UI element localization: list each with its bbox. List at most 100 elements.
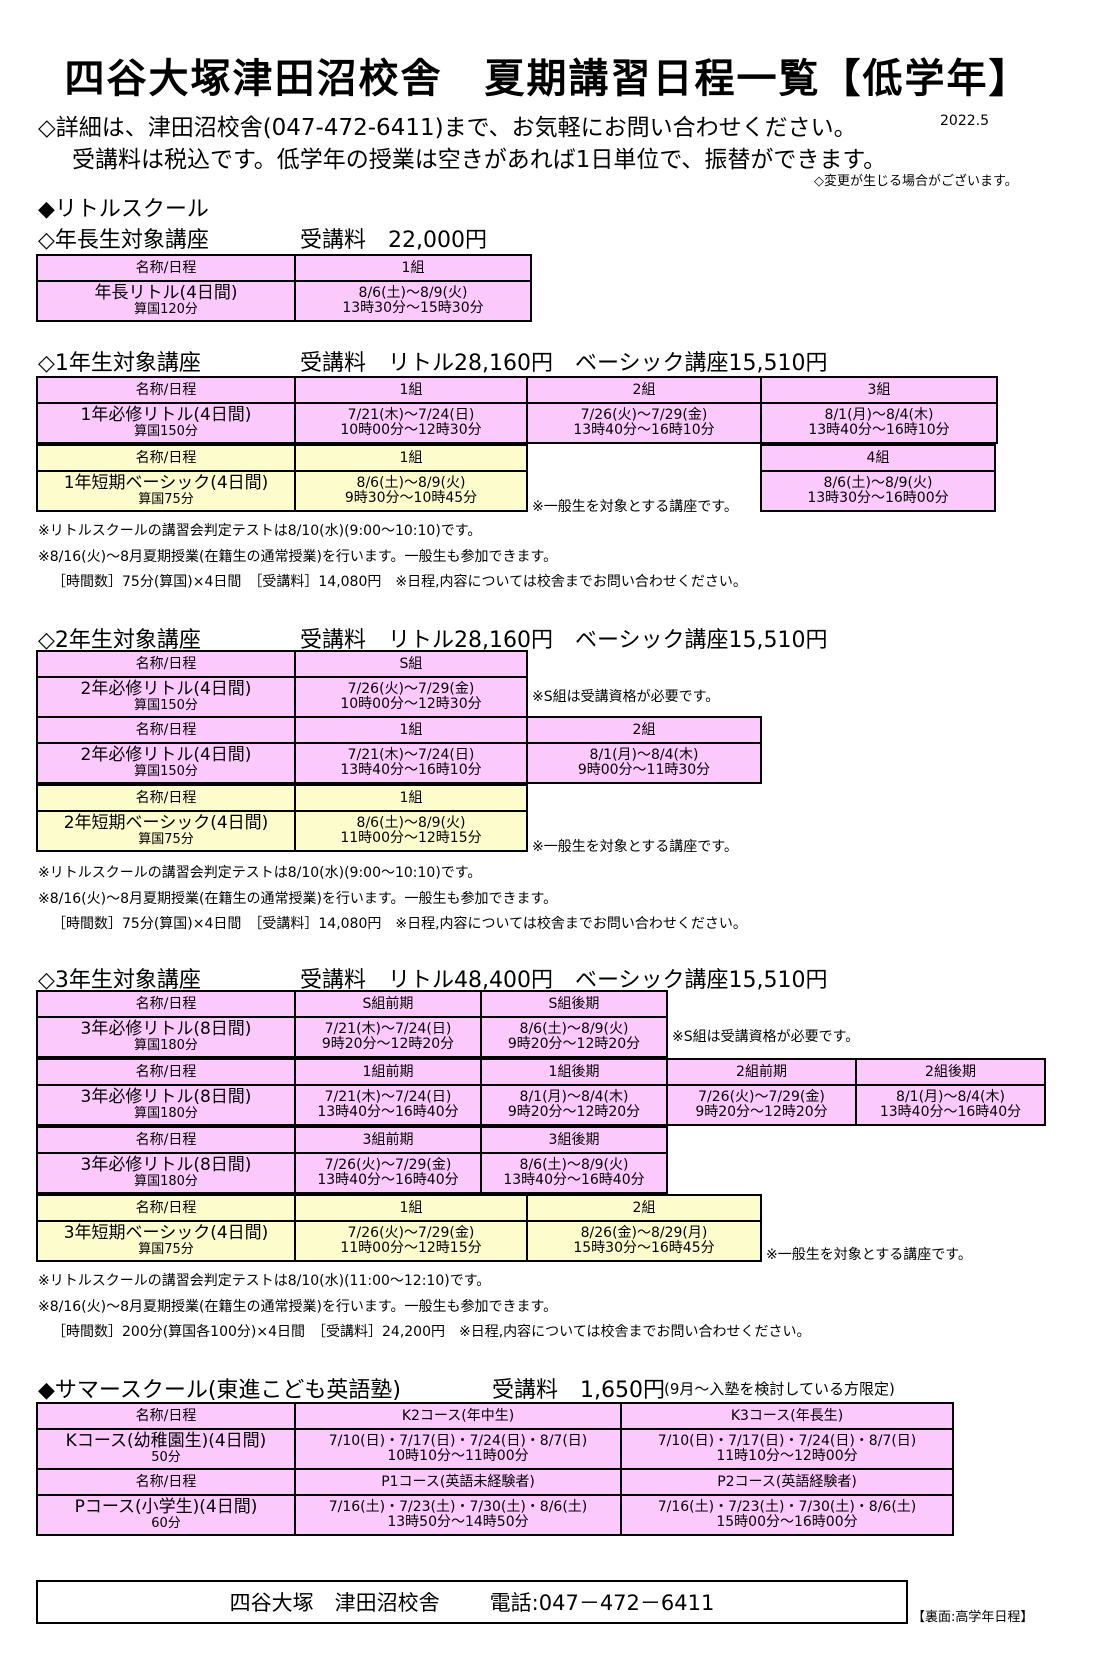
g2-note-hours: ［時間数］75分(算国)×4日間 ［受講料］14,080円 ※日程,内容について…	[52, 916, 747, 932]
schedule-cell: 7/16(土)・7/23(土)・7/30(土)・8/6(土)15時00分～16時…	[620, 1494, 954, 1536]
s-class-note: ※S組は受講資格が必要です。	[672, 1029, 860, 1045]
col-header: 2組	[526, 1194, 762, 1222]
g1-heading: ◇1年生対象講座	[38, 351, 201, 376]
footer-phone: 電話:047－472－6411	[489, 1591, 715, 1615]
col-header: 2組	[526, 376, 762, 404]
col-header: 2組前期	[666, 1058, 857, 1086]
col-header: S組後期	[480, 990, 668, 1018]
nencho-heading: ◇年長生対象講座	[38, 228, 209, 253]
course-name-cell: 3年必修リトル(8日間)算国180分	[36, 1016, 296, 1058]
col-header: 名称/日程	[36, 1468, 296, 1496]
schedule-cell: 8/6(土)～8/9(火)9時20分～12時20分	[480, 1016, 668, 1058]
schedule-cell: 7/10(日)・7/17(日)・7/24(日)・8/7(日)10時10分～11時…	[294, 1428, 622, 1470]
schedule-cell: 8/1(月)～8/4(木)13時40分～16時10分	[760, 402, 998, 444]
schedule-cell: 7/21(木)～7/24(日)13時40分～16時40分	[294, 1084, 482, 1126]
schedule-cell: 8/1(月)～8/4(木)9時20分～12時20分	[480, 1084, 668, 1126]
g1-note-summer: ※8/16(火)～8月夏期授業(在籍生の通常授業)を行います。一般生も参加できま…	[38, 549, 558, 565]
col-header: 1組	[294, 376, 528, 404]
back-page-note: 【裏面:高学年日程】	[912, 1610, 1034, 1625]
general-student-note: ※一般生を対象とする講座です。	[532, 499, 738, 515]
col-header: 1組	[294, 254, 532, 282]
s-class-note: ※S組は受講資格が必要です。	[532, 689, 720, 705]
col-header: P1コース(英語未経験者)	[294, 1468, 622, 1496]
course-name-cell: 2年短期ベーシック(4日間)算国75分	[36, 810, 296, 852]
course-name-cell: 年長リトル(4日間)算国120分	[36, 280, 296, 322]
schedule-cell: 7/26(火)～7/29(金)9時20分～12時20分	[666, 1084, 857, 1126]
col-header: 3組	[760, 376, 998, 404]
col-header: 1組後期	[480, 1058, 668, 1086]
intro-contact: ◇詳細は、津田沼校舎(047-472-6411)まで、お気軽にお問い合わせくださ…	[38, 115, 857, 141]
nencho-fee: 受講料 22,000円	[300, 228, 487, 253]
g3-note-hours: ［時間数］200分(算国各100分)×4日間 ［受講料］24,200円 ※日程,…	[52, 1324, 811, 1340]
g3-note-test: ※リトルスクールの講習会判定テストは8/10(水)(11:00～12:10)です…	[38, 1273, 491, 1289]
col-header: 名称/日程	[36, 650, 296, 678]
g1-note-hours: ［時間数］75分(算国)×4日間 ［受講料］14,080円 ※日程,内容について…	[52, 574, 747, 590]
g1-fee: 受講料 リトル28,160円 ベーシック講座15,510円	[300, 351, 828, 376]
g1-class4-table: 4組 8/6(土)～8/9(火)13時30分～16時00分	[760, 444, 996, 512]
general-student-note: ※一般生を対象とする講座です。	[532, 839, 738, 855]
course-name-cell: 1年短期ベーシック(4日間)算国75分	[36, 470, 296, 512]
col-header: 名称/日程	[36, 254, 296, 282]
footer-school-name: 四谷大塚 津田沼校舎	[229, 1591, 440, 1615]
summer-heading: ◆サマースクール(東進こども英語塾)	[38, 1378, 401, 1403]
schedule-cell: 8/6(土)～8/9(火)13時30分～16時00分	[760, 470, 996, 512]
schedule-cell: 7/21(木)～7/24(日)9時20分～12時20分	[294, 1016, 482, 1058]
change-note: ◇変更が生じる場合がございます。	[814, 174, 1018, 189]
schedule-cell: 7/10(日)・7/17(日)・7/24(日)・8/7(日)11時10分～12時…	[620, 1428, 954, 1470]
g3-note-summer: ※8/16(火)～8月夏期授業(在籍生の通常授業)を行います。一般生も参加できま…	[38, 1299, 558, 1315]
col-header: 名称/日程	[36, 1058, 296, 1086]
g2-fee: 受講料 リトル28,160円 ベーシック講座15,510円	[300, 628, 828, 653]
g1-note-test: ※リトルスクールの講習会判定テストは8/10(水)(9:00～10:10)です。	[38, 523, 482, 539]
col-header: 名称/日程	[36, 1402, 296, 1430]
schedule-cell: 7/26(火)～7/29(金)13時40分～16時40分	[294, 1152, 482, 1194]
col-header: 名称/日程	[36, 444, 296, 472]
g2-heading: ◇2年生対象講座	[38, 628, 201, 653]
col-header: 1組前期	[294, 1058, 482, 1086]
g2-note-test: ※リトルスクールの講習会判定テストは8/10(水)(9:00～10:10)です。	[38, 865, 482, 881]
col-header: K3コース(年長生)	[620, 1402, 954, 1430]
col-header: K2コース(年中生)	[294, 1402, 622, 1430]
col-header: 3組前期	[294, 1126, 482, 1154]
col-header: P2コース(英語経験者)	[620, 1468, 954, 1496]
schedule-cell: 7/21(木)～7/24(日)10時00分～12時30分	[294, 402, 528, 444]
general-student-note: ※一般生を対象とする講座です。	[766, 1247, 972, 1263]
col-header: 名称/日程	[36, 1126, 296, 1154]
col-header: 名称/日程	[36, 1194, 296, 1222]
summer-fee-note: (9月～入塾を検討している方限定)	[664, 1380, 895, 1398]
course-name-cell: 3年短期ベーシック(4日間)算国75分	[36, 1220, 296, 1262]
course-name-cell: 3年必修リトル(8日間)算国180分	[36, 1084, 296, 1126]
col-header: 名称/日程	[36, 990, 296, 1018]
schedule-cell: 7/21(木)～7/24(日)13時40分～16時10分	[294, 742, 528, 784]
little-school-heading: ◆リトルスクール	[38, 197, 209, 222]
schedule-cell: 8/26(金)～8/29(月)15時30分～16時45分	[526, 1220, 762, 1262]
schedule-cell: 8/1(月)～8/4(木)13時40分～16時40分	[855, 1084, 1046, 1126]
col-header: 名称/日程	[36, 784, 296, 812]
col-header: 1組	[294, 1194, 528, 1222]
intro-fee-info: 受講料は税込です。低学年の授業は空きがあれば1日単位で、振替ができます。	[72, 147, 887, 173]
col-header: 1組	[294, 444, 528, 472]
schedule-cell: 8/6(土)～8/9(火)9時30分～10時45分	[294, 470, 528, 512]
schedule-cell: 8/6(土)～8/9(火)11時00分～12時15分	[294, 810, 528, 852]
col-header: S組前期	[294, 990, 482, 1018]
schedule-cell: 8/1(月)～8/4(木)9時00分～11時30分	[526, 742, 762, 784]
course-name-cell: 2年必修リトル(4日間)算国150分	[36, 742, 296, 784]
col-header: 1組	[294, 716, 528, 744]
schedule-cell: 8/6(土)～8/9(火)13時30分～15時30分	[294, 280, 532, 322]
course-name-cell: 3年必修リトル(8日間)算国180分	[36, 1152, 296, 1194]
col-header: 1組	[294, 784, 528, 812]
schedule-cell: 8/6(土)～8/9(火)13時40分～16時40分	[480, 1152, 668, 1194]
course-name-cell: 1年必修リトル(4日間)算国150分	[36, 402, 296, 444]
col-header: 名称/日程	[36, 376, 296, 404]
col-header: 3組後期	[480, 1126, 668, 1154]
col-header: S組	[294, 650, 528, 678]
